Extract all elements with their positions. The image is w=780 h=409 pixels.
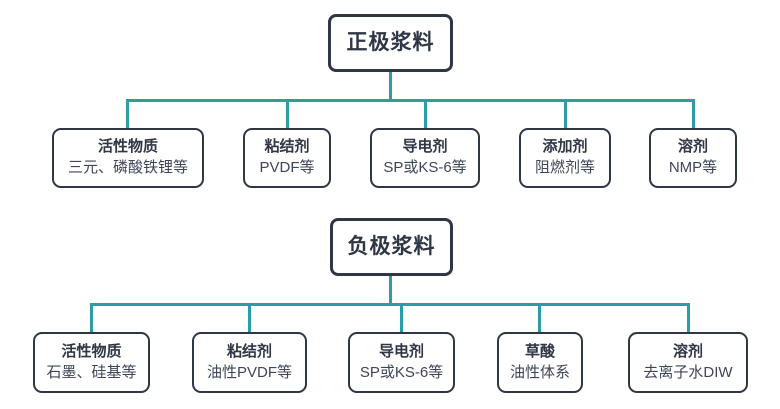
tree2-child-box-conductive-agent: 导电剂 SP或KS-6等 [348,332,455,393]
tree2-root-label: 负极浆料 [347,234,436,258]
tree2-child5-stub-line [687,303,690,334]
node-subtitle: 阻燃剂等 [534,159,595,176]
node-subtitle: SP或KS-6等 [383,159,467,176]
node-subtitle: NMP等 [668,159,718,176]
tree1-root-box: 正极浆料 [328,14,453,72]
node-title: 活性物质 [61,342,122,360]
tree2-child4-stub-line [538,303,541,334]
tree2-child-box-binder: 粘结剂 油性PVDF等 [192,332,307,393]
tree1-child-box-additive: 添加剂 阻燃剂等 [519,128,611,188]
tree1-root-stub-line [389,70,392,101]
tree1-child-box-solvent: 溶剂 NMP等 [649,128,737,188]
tree1-child2-stub-line [286,99,289,130]
node-title: 粘结剂 [264,138,310,156]
node-title: 活性物质 [97,138,158,156]
node-title: 草酸 [524,342,555,360]
tree2-child3-stub-line [400,303,403,334]
tree1-horizontal-line [126,99,695,102]
node-subtitle: 三元、磷酸铁锂等 [67,159,188,176]
node-subtitle: SP或KS-6等 [359,363,444,381]
node-subtitle: 去离子水DIW [643,363,733,381]
tree2-root-box: 负极浆料 [330,218,453,276]
tree2-child-box-solvent: 溶剂 去离子水DIW [628,332,748,393]
node-title: 导电剂 [402,138,448,156]
tree1-child3-stub-line [424,99,427,130]
node-title: 导电剂 [378,342,424,360]
tree2-child1-stub-line [90,303,93,334]
tree1-child-box-conductive-agent: 导电剂 SP或KS-6等 [370,128,480,188]
node-subtitle: 油性体系 [509,363,570,381]
node-title: 添加剂 [542,138,588,156]
tree1-child-box-active-material: 活性物质 三元、磷酸铁锂等 [52,128,204,188]
tree2-child-box-oxalic-acid: 草酸 油性体系 [497,332,583,393]
node-subtitle: 石墨、硅基等 [46,363,137,381]
tree2-root-stub-line [389,274,392,305]
node-subtitle: 油性PVDF等 [206,363,292,381]
node-title: 粘结剂 [226,342,272,360]
tree1-child4-stub-line [564,99,567,130]
tree1-child5-stub-line [692,99,695,130]
node-title: 溶剂 [677,138,708,156]
tree2-child2-stub-line [248,303,251,334]
tree2-child-box-active-material: 活性物质 石墨、硅基等 [33,332,150,393]
node-title: 溶剂 [672,342,703,360]
node-subtitle: PVDF等 [259,159,315,176]
tree1-root-label: 正极浆料 [346,30,435,54]
tree2-horizontal-line [90,303,690,306]
tree1-child-box-binder: 粘结剂 PVDF等 [243,128,331,188]
tree1-child1-stub-line [126,99,129,130]
